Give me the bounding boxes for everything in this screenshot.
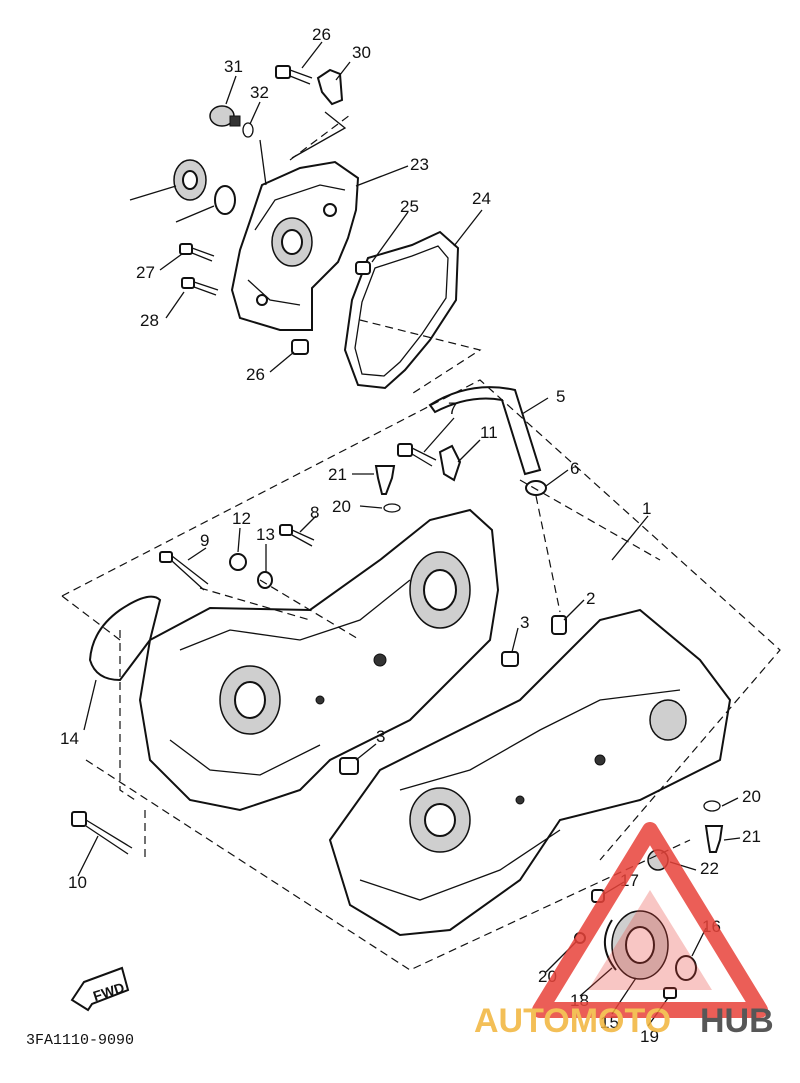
callout-24: 24 [472, 189, 491, 208]
callout-6: 7 [448, 399, 457, 418]
callout-29: 31 [224, 57, 243, 76]
callout-1: 1 [642, 499, 651, 518]
callout-11: 12 [232, 509, 251, 528]
callout-3-lower: 3 [376, 727, 385, 746]
diagram-code: 3FA1110-9090 [26, 1032, 134, 1049]
watermark-logo: AUTOMOTO HUB [474, 822, 774, 1040]
bolts-middle [159, 443, 567, 775]
callout-25-upper: 25 [400, 197, 419, 216]
callout-7: 8 [310, 503, 319, 522]
callout-8: 9 [200, 531, 209, 550]
callout-12: 13 [256, 525, 275, 544]
callout-25-lower: 26 [246, 365, 265, 384]
callout-18: 19 [640, 1027, 659, 1046]
callout-20-upper: 20 [332, 497, 351, 516]
callout-21-upper: 21 [328, 465, 347, 484]
gasket-13 [71, 595, 162, 855]
callout-2: 2 [586, 589, 595, 608]
callout-20-lower: 20 [742, 787, 761, 806]
callout-27: 28 [140, 311, 159, 330]
callout-28: 30 [352, 43, 371, 62]
watermark-right-text: HUB [700, 1002, 774, 1040]
right-crankcase-half [328, 608, 732, 937]
callout-5: 6 [570, 459, 579, 478]
assembly-guide-lines [61, 114, 781, 971]
crankcase-cover-assembly [230, 160, 460, 390]
callout-10: 11 [480, 423, 498, 442]
watermark-left-text: AUTOMOTO [474, 1002, 671, 1040]
callout-23: 23 [410, 155, 429, 174]
bolts-and-seals-top [173, 65, 371, 355]
callout-26-top: 26 [312, 25, 331, 44]
callout-3-upper: 3 [520, 613, 529, 632]
left-crankcase-half [138, 508, 500, 812]
callout-30: 32 [250, 83, 269, 102]
callout-21-lower: 21 [742, 827, 761, 846]
warning-triangle-icon [532, 822, 768, 1018]
fwd-arrow-icon: FWD [70, 966, 130, 1012]
callout-leaders [77, 41, 741, 1027]
callout-22: 22 [700, 859, 719, 878]
callout-26-lower: 27 [136, 263, 155, 282]
callout-9: 10 [68, 873, 87, 892]
callout-4: 5 [556, 387, 565, 406]
callout-13: 14 [60, 729, 79, 748]
